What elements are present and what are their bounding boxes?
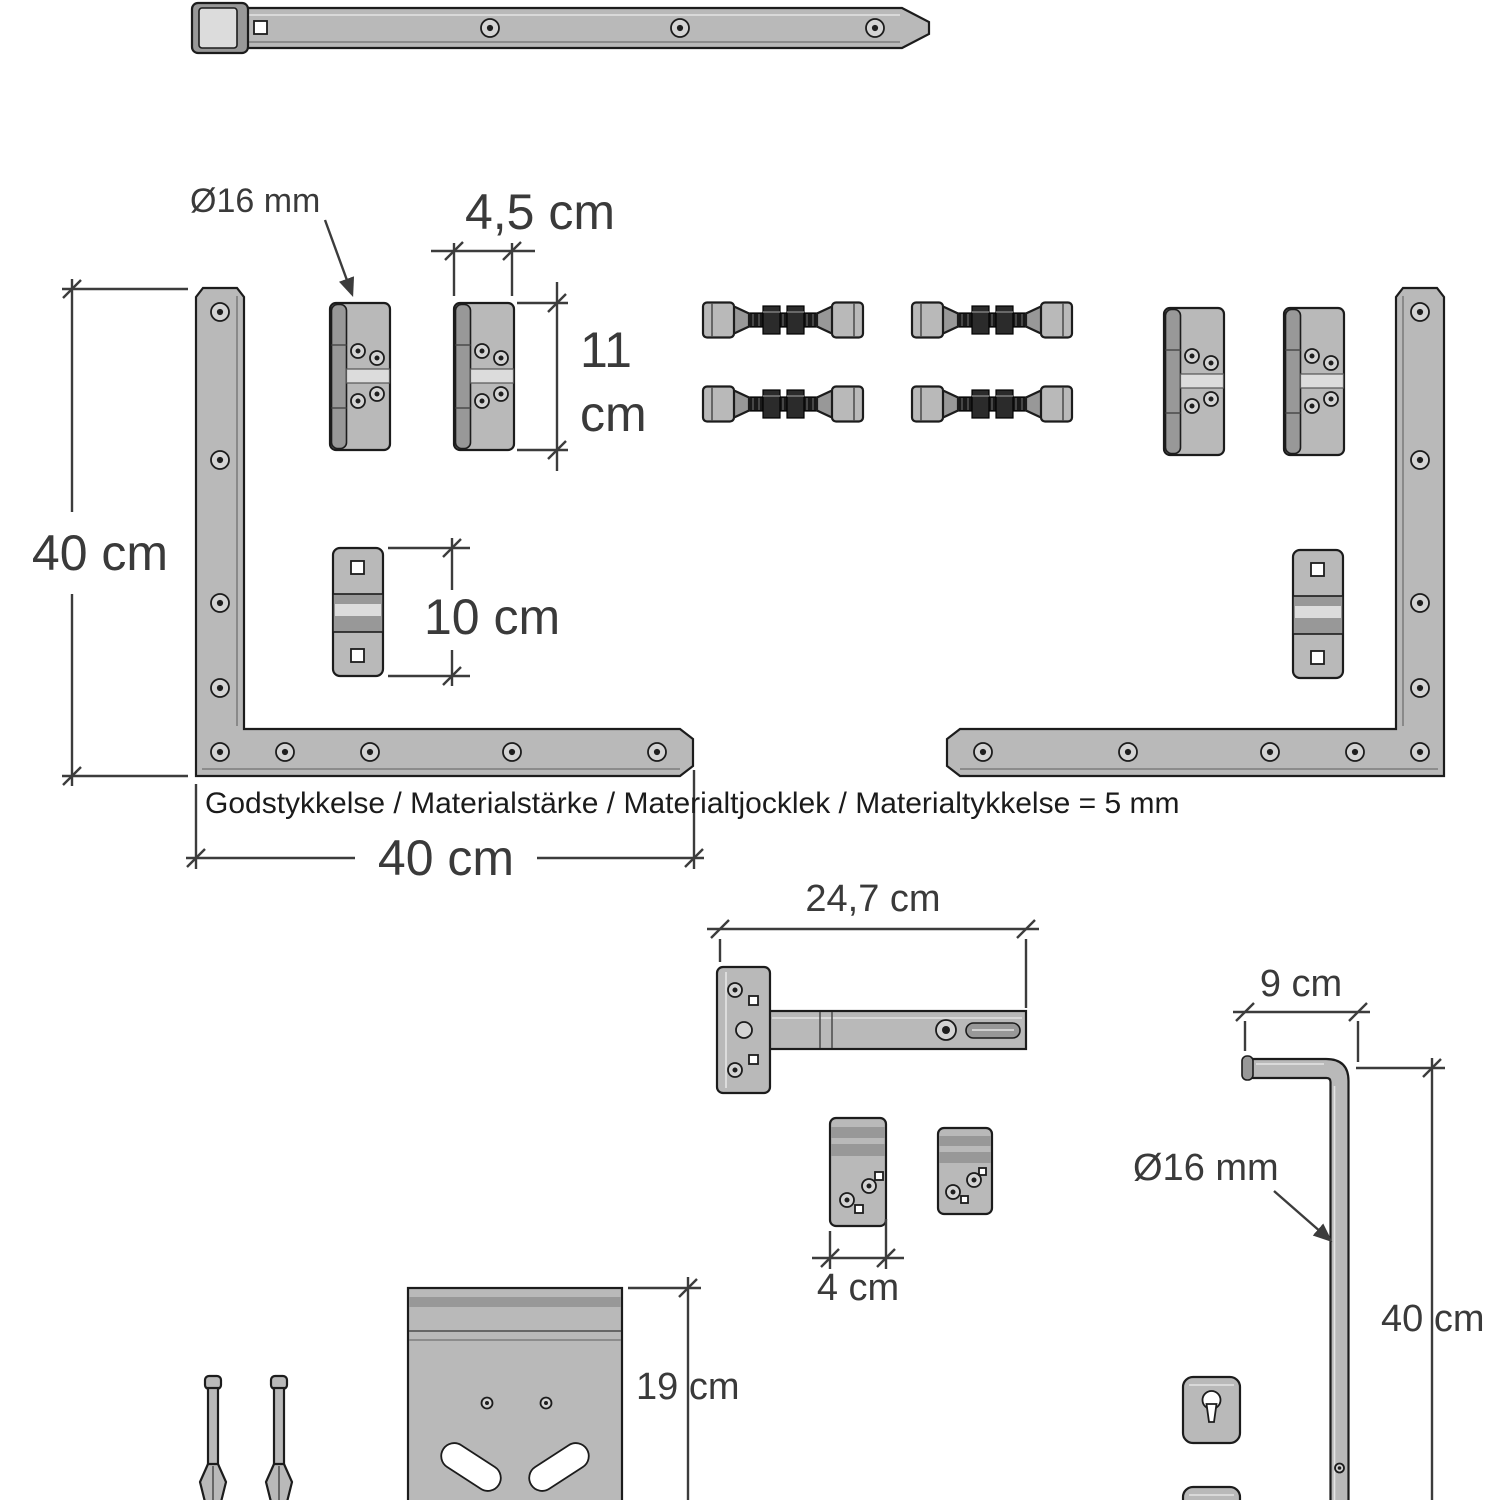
- plate-slot-left: [440, 1442, 502, 1492]
- hinge-height-value-label: 11: [580, 322, 632, 378]
- hinge-strap: [190, 1, 931, 55]
- t-hinge: [715, 965, 1028, 1095]
- dim-keeper-length: 10 cm: [388, 537, 560, 687]
- dim-drop-bolt-length: 40 cm: [1356, 1057, 1484, 1500]
- hinge-bolt-1: [701, 301, 865, 339]
- dim-hinge-height: 11 cm: [517, 282, 647, 471]
- dim-hinge-width: 4,5 cm: [431, 184, 615, 296]
- t-hinge-length-label: 24,7 cm: [805, 878, 940, 920]
- hinge-keep-large: [828, 1116, 888, 1228]
- plate-slot-right: [528, 1442, 590, 1492]
- barrel-hinge-2: [454, 303, 514, 450]
- barrel-hinge-1: [330, 303, 390, 450]
- keyhole-plate-2: [1181, 1485, 1242, 1500]
- bracket-width-label: 40 cm: [378, 830, 514, 886]
- keeper-bracket-left: [331, 546, 385, 678]
- hinge-keep-small: [936, 1126, 994, 1216]
- material-thickness-note: Godstykkelse / Materialstärke / Material…: [205, 787, 1179, 820]
- barrel-hinge-3: [1164, 308, 1224, 455]
- mounting-plate: [406, 1286, 624, 1500]
- ground-pin-1: [198, 1374, 228, 1500]
- keeper-length-label: 10 cm: [424, 589, 560, 645]
- drop-bolt-offset-label: 9 cm: [1260, 963, 1342, 1005]
- drop-bolt: [1241, 1055, 1350, 1500]
- keeper-bracket-right: [1291, 548, 1345, 680]
- dim-bracket-height: 40 cm: [32, 278, 188, 787]
- hinge-pin-diameter-label: Ø16 mm: [190, 182, 320, 220]
- dim-plate-height: 19 cm: [628, 1277, 739, 1500]
- strap-square-hole: [253, 20, 268, 35]
- hinge-width-label: 4,5 cm: [465, 184, 615, 240]
- leader-hinge-pin-diameter: Ø16 mm: [190, 182, 355, 298]
- keyhole-plate-1: [1181, 1375, 1242, 1445]
- hinge-bolt-3: [701, 385, 865, 423]
- leader-drop-bolt-diameter: Ø16 mm: [1133, 1147, 1333, 1243]
- dim-bracket-width: 40 cm: [185, 770, 705, 886]
- dim-t-hinge-length: 24,7 cm: [707, 878, 1039, 1008]
- hinge-height-unit-label: cm: [580, 386, 647, 442]
- keep-width-label: 4 cm: [817, 1267, 899, 1309]
- drop-bolt-length-label: 40 cm: [1381, 1298, 1484, 1340]
- bracket-height-label: 40 cm: [32, 525, 168, 581]
- plate-height-label: 19 cm: [636, 1366, 739, 1408]
- hinge-bolt-4: [910, 385, 1074, 423]
- ground-pin-2: [264, 1374, 294, 1500]
- barrel-hinge-4: [1284, 308, 1344, 455]
- dim-keep-width: 4 cm: [812, 1219, 904, 1309]
- dim-drop-bolt-offset: 9 cm: [1233, 963, 1370, 1062]
- hinge-bolt-2: [910, 301, 1074, 339]
- drop-bolt-diameter-label: Ø16 mm: [1133, 1147, 1279, 1189]
